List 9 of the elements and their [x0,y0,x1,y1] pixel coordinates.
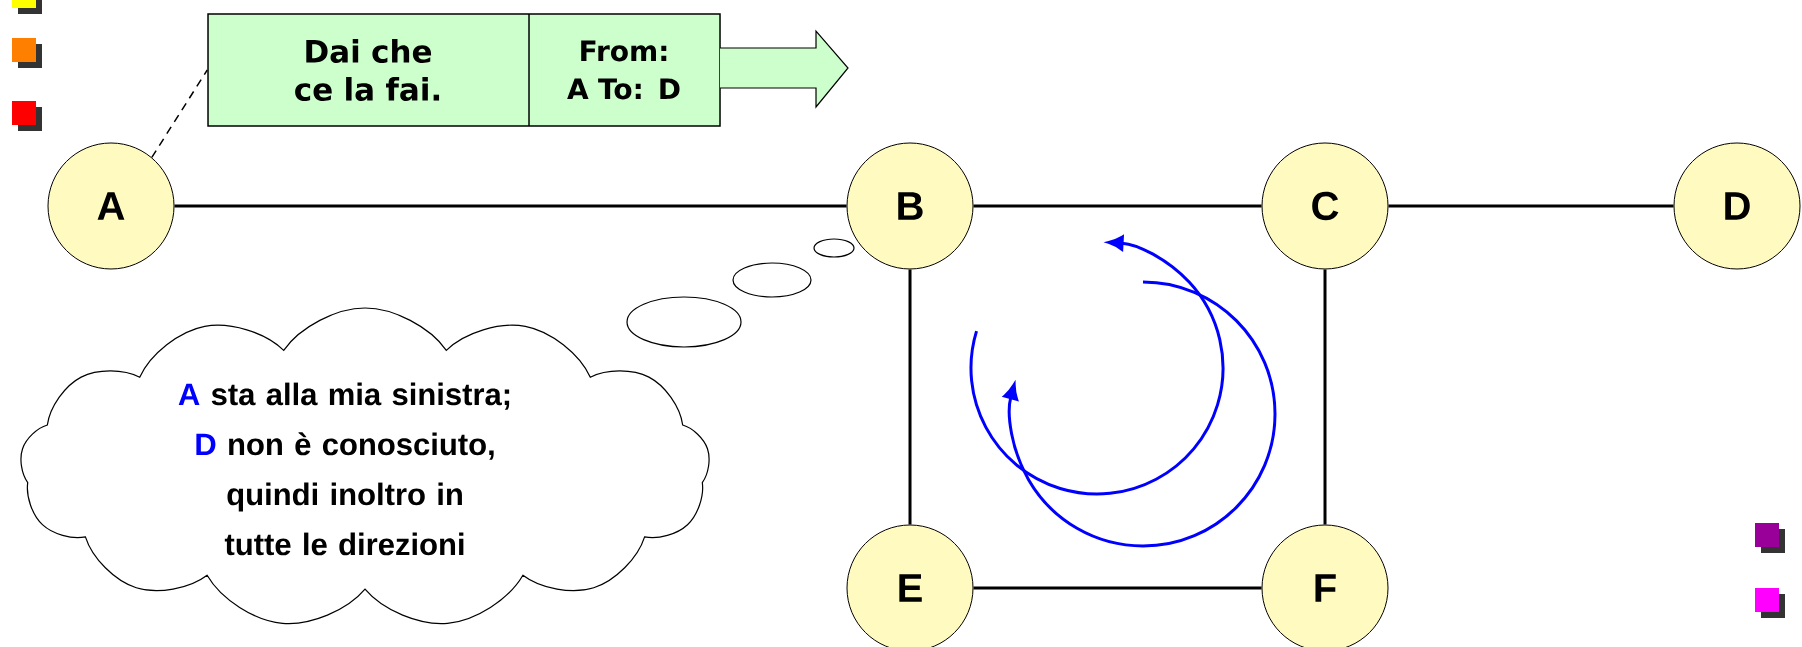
connector-line [973,204,1262,208]
connector-line [1323,269,1327,525]
connector-line [174,204,847,208]
connector-line [1388,204,1674,208]
connector-line [973,586,1262,590]
thought-cloud: A sta alla mia sinistra; D non è conosciuto, quindi inoltro in tutte le direzioni [20,238,855,625]
packet-box: Dai che ce la fai. From: A To: D [207,13,721,127]
connector-line [151,69,208,159]
connector-line [908,269,912,525]
